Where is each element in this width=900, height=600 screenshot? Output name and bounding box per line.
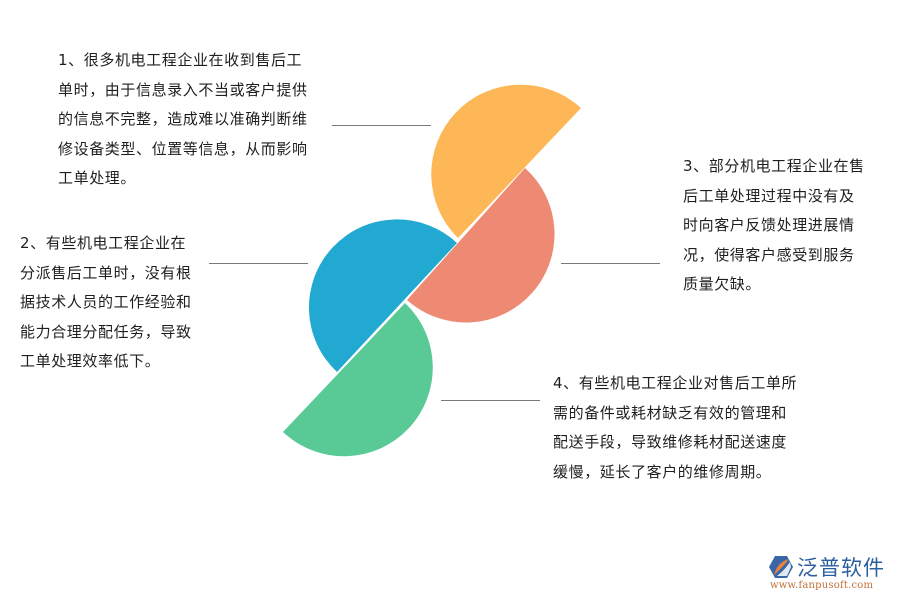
point-4-line: 4、有些机电工程企业对售后工单所 bbox=[553, 374, 798, 392]
point-4-line: 配送手段，导致维修耗材配送速度 bbox=[553, 433, 788, 451]
point-3-line: 后工单处理过程中没有及 bbox=[683, 186, 855, 205]
point-4-line: 缓慢，延长了客户的维修周期。 bbox=[553, 462, 772, 481]
connector-line-1 bbox=[332, 125, 431, 126]
point-1-line: 工单处理。 bbox=[58, 169, 137, 187]
point-2-line: 工单处理效率低下。 bbox=[20, 352, 161, 370]
logo-url: www.fanpusoft.com bbox=[770, 580, 874, 591]
point-2-line: 2、有些机电工程企业在 bbox=[20, 234, 187, 252]
fanpu-logo: 泛普软件 www.fanpusoft.com bbox=[768, 553, 893, 595]
point-2-text: 2、有些机电工程企业在 分派售后工单时，没有根 据技术人员的工作经验和 能力合理… bbox=[20, 229, 192, 377]
fanpu-logo-icon bbox=[769, 556, 793, 578]
point-1-line: 修设备类型、位置等信息，从而影响 bbox=[58, 139, 308, 158]
point-1-line: 单时，由于信息录入不当或客户提供 bbox=[58, 80, 308, 99]
connector-line-2 bbox=[209, 263, 308, 264]
green-petal bbox=[283, 303, 433, 457]
logo-brand-name: 泛普软件 bbox=[797, 556, 885, 580]
point-4-line: 需的备件或耗材缺乏有效的管理和 bbox=[553, 403, 788, 422]
salmon-petal bbox=[407, 168, 555, 323]
point-2-line: 能力合理分配任务，导致 bbox=[20, 322, 192, 341]
point-1-line: 的信息不完整，造成难以准确判断维 bbox=[58, 110, 308, 128]
orange-petal bbox=[431, 84, 581, 239]
point-1-text: 1、很多机电工程企业在收到售后工 单时，由于信息录入不当或客户提供 的信息不完整… bbox=[58, 46, 308, 194]
point-3-line: 时向客户反馈处理进展情 bbox=[683, 216, 855, 234]
point-1-line: 1、很多机电工程企业在收到售后工 bbox=[58, 51, 303, 69]
connector-line-4 bbox=[441, 400, 540, 401]
point-3-text: 3、部分机电工程企业在售 后工单处理过程中没有及 时向客户反馈处理进展情 况，使… bbox=[683, 152, 865, 300]
point-3-line: 3、部分机电工程企业在售 bbox=[683, 157, 865, 175]
point-3-line: 质量欠缺。 bbox=[683, 275, 762, 293]
point-2-line: 据技术人员的工作经验和 bbox=[20, 293, 192, 311]
point-2-line: 分派售后工单时，没有根 bbox=[20, 263, 192, 282]
blue-petal bbox=[308, 219, 457, 372]
connector-line-3 bbox=[561, 263, 660, 264]
point-3-line: 况，使得客户感受到服务 bbox=[683, 245, 855, 264]
point-4-text: 4、有些机电工程企业对售后工单所 需的备件或耗材缺乏有效的管理和 配送手段，导致… bbox=[553, 369, 797, 487]
